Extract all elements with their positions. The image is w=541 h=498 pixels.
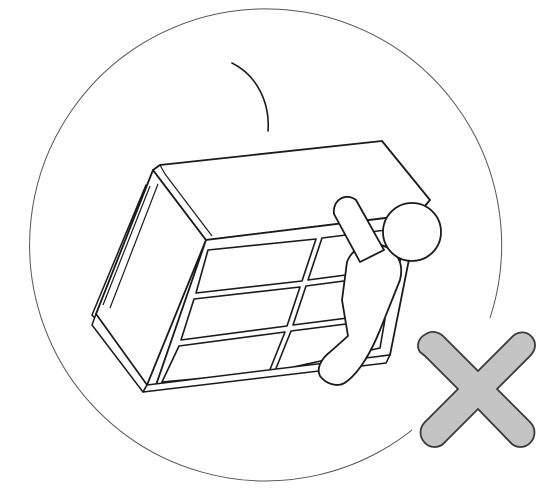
person-figure [317,195,442,386]
drawer-middle-left [180,286,301,341]
cross-icon [417,331,536,448]
motion-line [231,62,269,132]
drawer-top-left [195,238,317,294]
person-body [317,243,403,386]
frame-circle [29,8,503,482]
person-head [382,202,442,262]
dresser-side-inner-line-2 [109,183,159,309]
dresser-side-inner-line [102,185,151,306]
dresser-top-back-edge [159,164,213,237]
person-arm [333,195,385,263]
